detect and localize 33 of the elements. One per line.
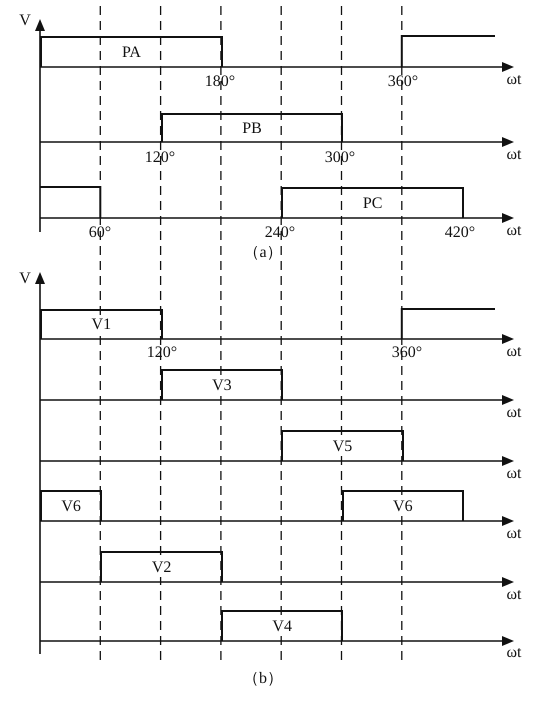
angle-label: 300° [324, 150, 356, 166]
axis-label: ωt [506, 344, 522, 360]
pulse-waveform [40, 490, 102, 521]
axis-label: ωt [506, 147, 522, 163]
waveform-label: V2 [150, 558, 174, 576]
angle-label: 360° [392, 345, 422, 361]
angle-label: 180° [204, 74, 236, 90]
pulse-waveform [160, 113, 344, 142]
pulse-waveform [40, 36, 223, 67]
angle-label: 120° [146, 345, 178, 361]
axis-label: ωt [506, 526, 522, 542]
pulse-waveform [281, 187, 464, 218]
panel-label: （b） [243, 671, 283, 687]
axis-label: ωt [506, 466, 522, 482]
pulse-waveform [100, 551, 223, 582]
pulse-waveform [342, 490, 464, 521]
panel-label: （a） [243, 245, 283, 261]
axis-label: V [19, 13, 31, 29]
angle-label: 420° [444, 225, 476, 241]
pulse-waveform [281, 430, 404, 461]
angle-label: 240° [264, 225, 296, 241]
pulse-waveform [160, 369, 284, 400]
angle-label: 120° [144, 150, 176, 166]
axis-label: ωt [506, 223, 522, 239]
axis-label: ωt [506, 405, 522, 421]
angle-label: 60° [88, 225, 112, 241]
axis-label: ωt [506, 72, 522, 88]
axis-label: ωt [506, 645, 522, 661]
axis-label: ωt [506, 587, 522, 603]
pulse-waveform [40, 309, 163, 339]
angle-label: 360° [388, 74, 418, 90]
axis-label: V [19, 271, 31, 287]
pulse-waveform [220, 610, 344, 641]
